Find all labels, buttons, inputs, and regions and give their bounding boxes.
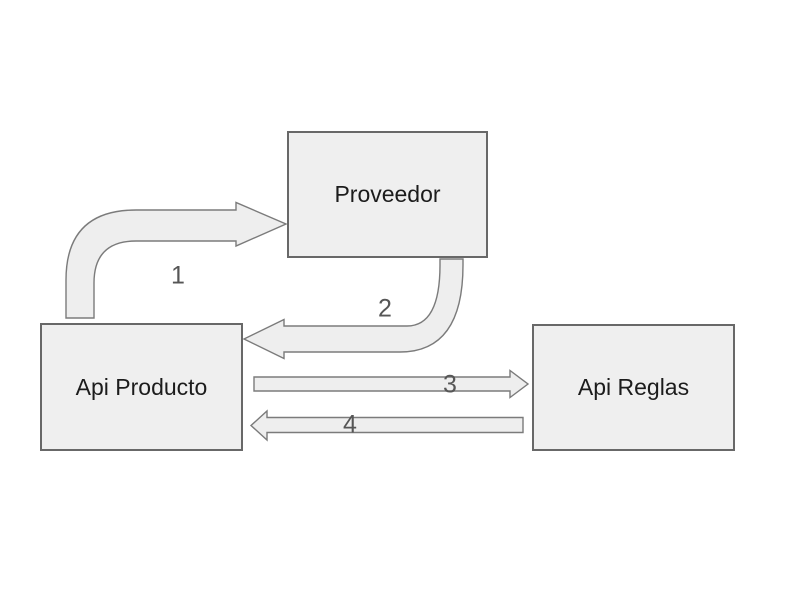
arrow-4-api-reglas-to-api-producto: [249, 409, 524, 442]
node-api-reglas: Api Reglas: [532, 324, 735, 451]
edge-label-1: 1: [171, 261, 185, 290]
edge-label-2: 2: [378, 294, 392, 323]
edge-label-4: 4: [343, 410, 357, 439]
arrow-2-proveedor-to-api-producto: [242, 258, 464, 360]
edge-label-3: 3: [443, 370, 457, 399]
node-api-producto: Api Producto: [40, 323, 243, 451]
arrow-3-api-producto-to-api-reglas: [253, 369, 530, 399]
node-api-producto-label: Api Producto: [75, 373, 208, 400]
arrow-1-api-producto-to-proveedor: [65, 201, 288, 319]
node-api-reglas-label: Api Reglas: [577, 374, 690, 400]
node-proveedor: Proveedor: [287, 131, 488, 258]
node-proveedor-label: Proveedor: [334, 181, 441, 207]
